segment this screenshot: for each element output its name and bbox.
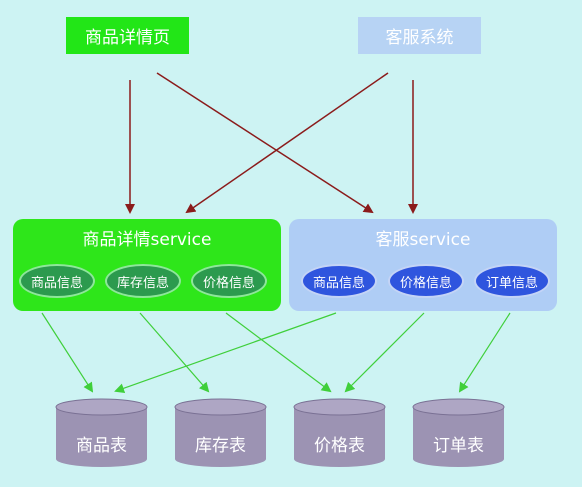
order-table-cylinder: 订单表 <box>411 397 506 469</box>
pd-price-info-pill: 价格信息 <box>191 264 267 298</box>
arrow-pd-price-to-price-table <box>225 312 332 393</box>
pd-product-info-pill: 商品信息 <box>19 264 95 298</box>
arrow-pd-product-to-product-table <box>41 312 94 393</box>
pd-stock-info-label: 库存信息 <box>116 275 169 291</box>
customer-service-service-title: 客服service <box>375 230 471 250</box>
product-table-label: 商品表 <box>76 436 127 456</box>
stock-table-label: 库存表 <box>195 436 246 456</box>
arrow-cs-order-to-order-table <box>458 312 511 393</box>
stock-table-cylinder: 库存表 <box>173 397 268 469</box>
customer-service-service-box: 客服service 商品信息 价格信息 订单信息 <box>289 219 557 311</box>
cs-order-info-pill: 订单信息 <box>474 264 550 298</box>
arrow-cs-product-to-product-table <box>114 312 337 394</box>
database-icon <box>55 398 148 467</box>
price-table-label: 价格表 <box>314 436 365 456</box>
cs-product-info-pill: 商品信息 <box>301 264 377 298</box>
price-table-cylinder: 价格表 <box>292 397 387 469</box>
cs-price-info-label: 价格信息 <box>399 275 452 291</box>
order-table-label: 订单表 <box>433 436 484 456</box>
pd-product-info-label: 商品信息 <box>30 275 83 291</box>
cs-product-info-label: 商品信息 <box>312 275 365 291</box>
cs-price-info-pill: 价格信息 <box>388 264 464 298</box>
arrow-pdpage-to-cssvc <box>156 72 374 214</box>
product-table-cylinder: 商品表 <box>54 397 149 469</box>
product-detail-page-label: 商品详情页 <box>85 28 170 48</box>
database-icon <box>293 398 386 467</box>
product-detail-page-node: 商品详情页 <box>66 17 189 54</box>
customer-service-system-node: 客服系统 <box>358 17 481 54</box>
product-detail-service-box: 商品详情service 商品信息 库存信息 价格信息 <box>13 219 281 311</box>
arrow-pd-stock-to-stock-table <box>139 312 210 393</box>
database-icon <box>174 398 267 467</box>
pd-stock-info-pill: 库存信息 <box>105 264 181 298</box>
customer-service-system-label: 客服系统 <box>385 28 454 48</box>
pd-price-info-label: 价格信息 <box>202 275 255 291</box>
arrow-cs-price-to-price-table <box>344 312 425 393</box>
arrow-cssys-to-pdsvc <box>185 72 389 214</box>
database-icon <box>412 398 505 467</box>
cs-order-info-label: 订单信息 <box>485 275 538 291</box>
product-detail-service-title: 商品详情service <box>82 230 212 250</box>
